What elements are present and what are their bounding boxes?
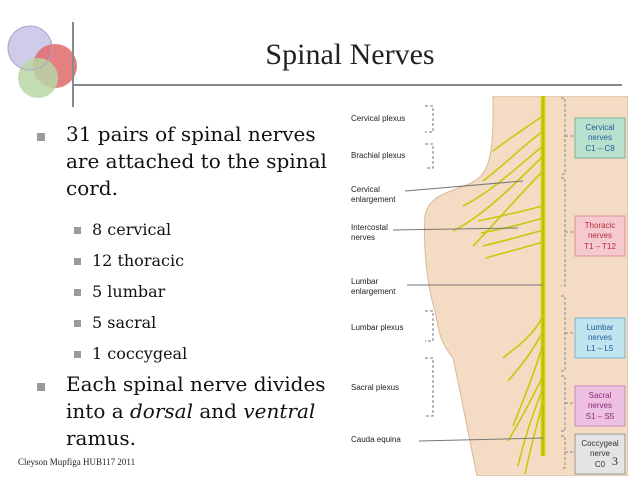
box-lumbar-sub: nerves	[588, 333, 612, 342]
decorative-circles-logo	[7, 25, 77, 98]
body-silhouette	[424, 96, 628, 476]
box-lumbar	[574, 317, 626, 359]
sub-bullet-coccygeal: 1 coccygeal	[92, 344, 188, 363]
text-span: and	[193, 399, 244, 423]
label-cervical-plexus: Cervical plexus	[351, 114, 405, 123]
box-cervical-range: C1 – C8	[585, 144, 615, 153]
bullet-line: 31 pairs of spinal nerves	[66, 122, 316, 146]
sub-bullet-marker	[74, 289, 81, 296]
box-cervical-title: Cervical	[586, 123, 615, 132]
ventral-emphasis: ventral	[243, 399, 316, 423]
spinal-nerves-figure: Cervical plexus Brachial plexus Cervical…	[351, 96, 628, 476]
page-number: 3	[612, 454, 618, 468]
label-cauda-equina: Cauda equina	[351, 435, 401, 444]
page-title: Spinal Nerves	[265, 38, 435, 71]
label-lumbar-enlargement: Lumbar	[351, 277, 378, 286]
sub-bullet-lumbar: 5 lumbar	[92, 282, 166, 301]
text-span: into a	[66, 399, 130, 423]
dorsal-emphasis: dorsal	[130, 399, 193, 423]
sub-bullet-marker	[74, 320, 81, 327]
title-horizontal-rule	[72, 84, 622, 86]
label-intercostal-nerves: Intercostal	[351, 223, 388, 232]
box-cervical	[574, 117, 626, 159]
sub-bullet-marker	[74, 227, 81, 234]
footer-text: Cleyson Mupfiga HUB117 2011	[18, 457, 136, 467]
title-vertical-rule	[72, 22, 74, 107]
bullet-marker	[37, 383, 45, 391]
box-coccygeal-range: C0	[595, 460, 606, 469]
sub-bullet-marker	[74, 351, 81, 358]
bullet-text-divides: Each spinal nerve divides into a dorsal …	[66, 371, 326, 452]
box-thoracic-sub: nerves	[588, 231, 612, 240]
box-thoracic-title: Thoracic	[585, 221, 616, 230]
sub-bullet-marker	[74, 258, 81, 265]
bullet-text-pairs: 31 pairs of spinal nerves are attached t…	[66, 121, 327, 202]
label-lumbar-plexus: Lumbar plexus	[351, 323, 403, 332]
label-intercostal-nerves-2: nerves	[351, 233, 375, 242]
box-lumbar-title: Lumbar	[586, 323, 613, 332]
bullet-marker	[37, 133, 45, 141]
bullet-line: ramus.	[66, 426, 136, 450]
box-coccygeal-title: Coccygeal	[581, 439, 619, 448]
box-cervical-sub: nerves	[588, 133, 612, 142]
sub-bullet-sacral: 5 sacral	[92, 313, 157, 332]
sub-bullet-cervical: 8 cervical	[92, 220, 172, 239]
bullet-line: are attached to the spinal	[66, 149, 327, 173]
bullet-line: cord.	[66, 176, 118, 200]
box-thoracic-range: T1 – T12	[584, 242, 616, 251]
box-sacral-title: Sacral	[589, 391, 612, 400]
label-cervical-enlargement-2: enlargement	[351, 195, 396, 204]
box-coccygeal-sub: nerve	[590, 449, 611, 458]
box-sacral	[574, 385, 626, 427]
box-sacral-range: S1 – S5	[586, 412, 615, 421]
label-brachial-plexus: Brachial plexus	[351, 151, 405, 160]
bullet-line: Each spinal nerve divides	[66, 372, 326, 396]
bullet-line: into a dorsal and ventral	[66, 398, 326, 425]
box-thoracic	[574, 215, 626, 257]
label-sacral-plexus: Sacral plexus	[351, 383, 399, 392]
label-cervical-enlargement: Cervical	[351, 185, 380, 194]
sub-bullet-thoracic: 12 thoracic	[92, 251, 185, 270]
box-coccygeal	[574, 433, 626, 475]
box-sacral-sub: nerves	[588, 401, 612, 410]
label-lumbar-enlargement-2: enlargement	[351, 287, 396, 296]
box-lumbar-range: L1 – L5	[587, 344, 614, 353]
